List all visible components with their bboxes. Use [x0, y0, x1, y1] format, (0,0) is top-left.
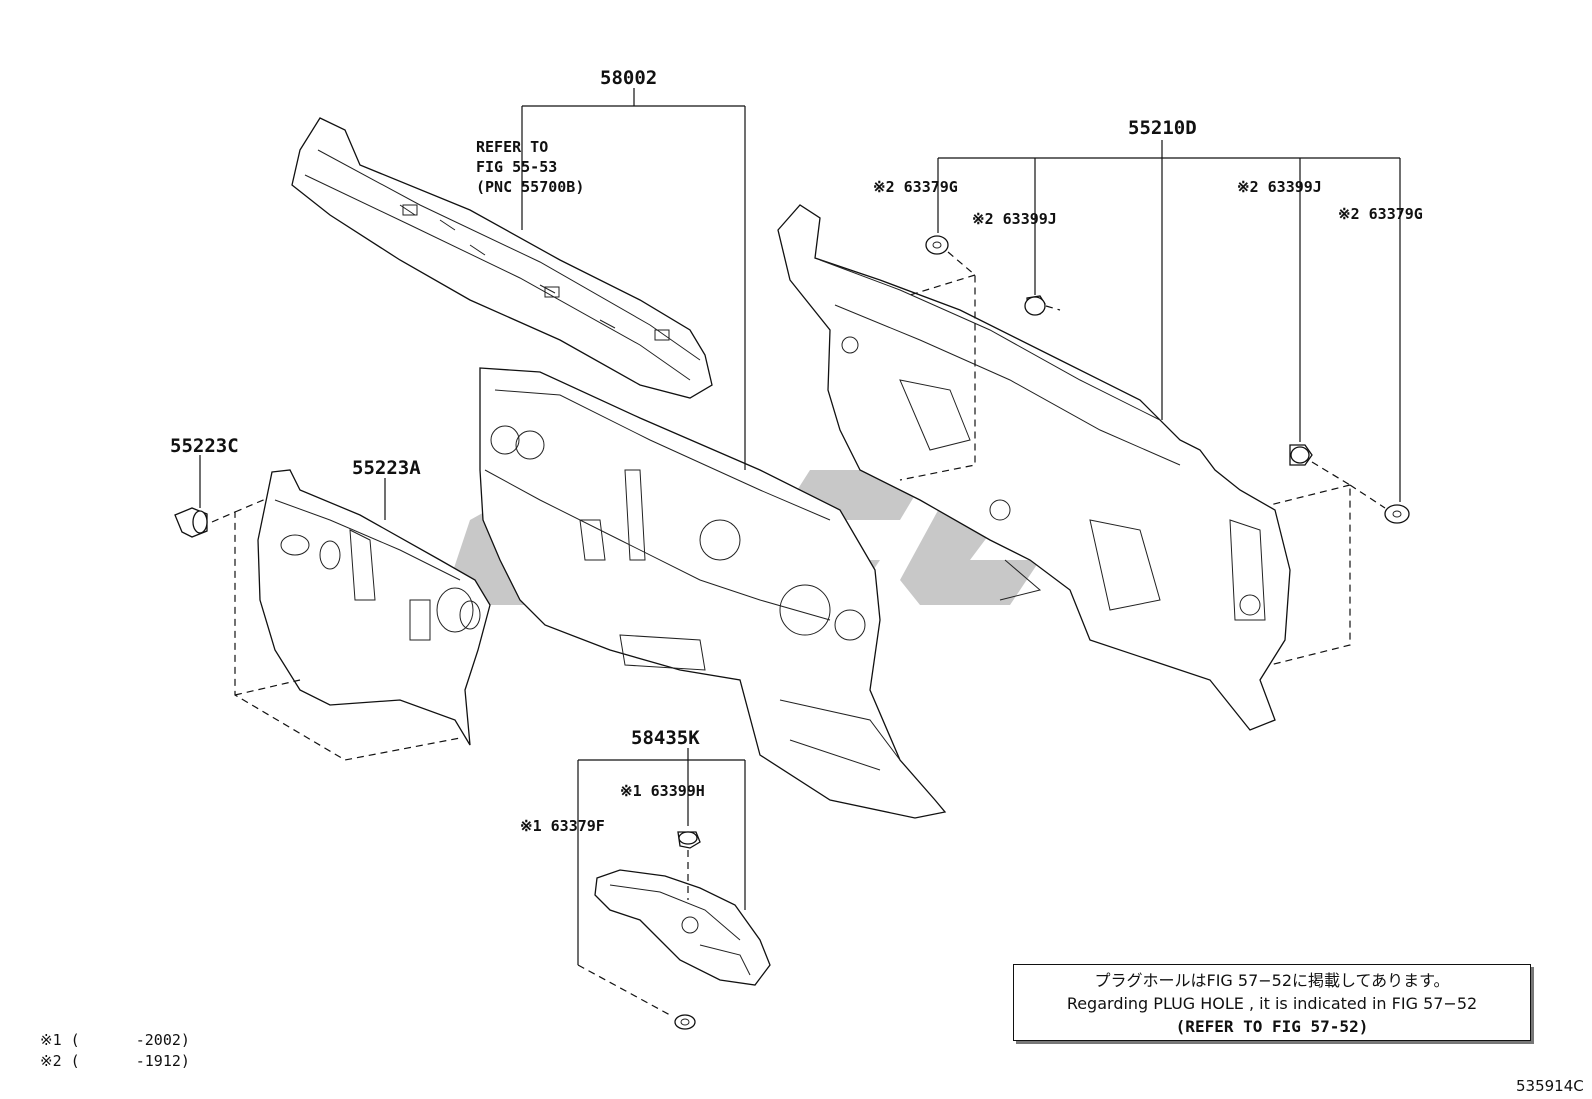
callout-55223a: 55223A	[352, 457, 421, 479]
grommet-63379f	[674, 1014, 696, 1030]
footnote-1: ※1 ( -2002)	[40, 1031, 190, 1049]
dash-insulator-small	[594, 869, 771, 986]
figure-code: 535914C	[1516, 1077, 1584, 1095]
plug-hole-note: プラグホールはFIG 57−52に掲載してあります。 Regarding PLU…	[1013, 964, 1531, 1041]
cowl-top-panel	[291, 117, 713, 399]
callout-63379g-right: ※2 63379G	[1338, 205, 1423, 223]
grommet-63379g-left	[925, 235, 949, 255]
callout-63399j-left: ※2 63399J	[972, 210, 1057, 228]
leader-lines	[199, 88, 1401, 965]
footnote-2: ※2 ( -1912)	[40, 1052, 190, 1070]
inner-silencer-pad	[777, 204, 1291, 731]
note-line-refer: (REFER TO FIG 57-52)	[1175, 1017, 1369, 1036]
note-line-japanese: プラグホールはFIG 57−52に掲載してあります。	[1094, 971, 1450, 990]
clip-63399h	[677, 831, 701, 849]
callout-55210d: 55210D	[1128, 117, 1197, 139]
callout-63379f: ※1 63379F	[520, 817, 605, 835]
refer-to-line2: FIG 55-53	[476, 158, 557, 176]
outer-silencer-pad	[257, 469, 491, 746]
clip-55223c	[174, 507, 208, 538]
note-line-english: Regarding PLUG HOLE , it is indicated in…	[1066, 994, 1478, 1013]
callout-58002: 58002	[600, 67, 657, 89]
refer-to-line1: REFER TO	[476, 138, 548, 156]
footnote-2-mark: ※2 (	[40, 1052, 80, 1070]
callout-55223c: 55223C	[170, 435, 239, 457]
callout-63379g-left: ※2 63379G	[873, 178, 958, 196]
grommet-63379g-right	[1384, 504, 1410, 524]
clip-63399j-left	[1024, 295, 1046, 316]
callout-58435k: 58435K	[631, 727, 700, 749]
footnote-1-mark: ※1 (	[40, 1031, 80, 1049]
footnote-2-range: -1912)	[135, 1052, 190, 1070]
callout-63399j-right: ※2 63399J	[1237, 178, 1322, 196]
callout-63399h: ※1 63399H	[620, 782, 705, 800]
dash-panel	[479, 367, 947, 819]
refer-to-line3: (PNC 55700B)	[476, 178, 584, 196]
clip-63399j-right	[1289, 444, 1313, 466]
dashed-assembly-lines	[211, 251, 1386, 1016]
footnote-1-range: -2002)	[135, 1031, 190, 1049]
callout-labels: 58002 REFER TO FIG 55-53 (PNC 55700B) 55…	[170, 67, 1423, 835]
